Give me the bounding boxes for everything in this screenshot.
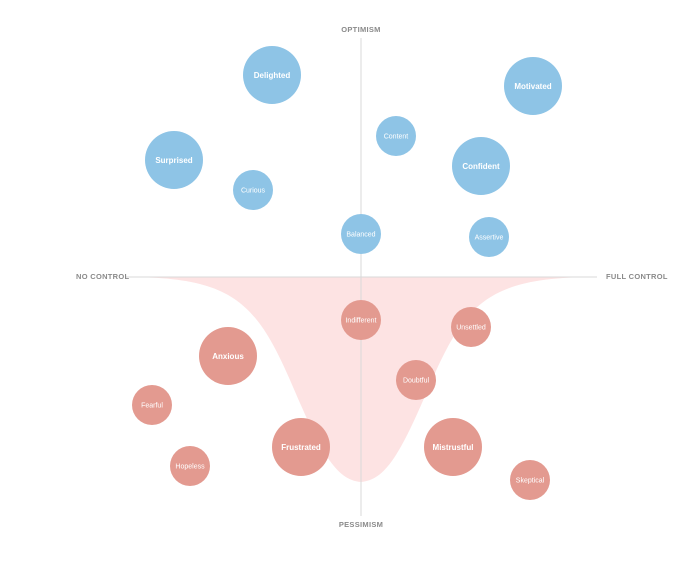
bubble-label-frustrated: Frustrated <box>281 443 321 452</box>
bubble-anxious <box>199 327 257 385</box>
bubble-label-curious: Curious <box>241 188 266 195</box>
bubble-doubtful <box>396 360 436 400</box>
bubble-curious <box>233 170 273 210</box>
bubble-frustrated <box>272 418 330 476</box>
axis-label-top: OPTIMISM <box>341 25 380 34</box>
bubble-label-content: Content <box>384 134 409 141</box>
bubble-assertive <box>469 217 509 257</box>
bubble-skeptical <box>510 460 550 500</box>
bubble-label-fearful: Fearful <box>141 403 163 410</box>
bubble-label-skeptical: Skeptical <box>516 478 545 485</box>
bubble-label-assertive: Assertive <box>475 235 504 242</box>
bubble-hopeless <box>170 446 210 486</box>
bubble-mistrustful <box>424 418 482 476</box>
bubble-label-motivated: Motivated <box>514 82 551 91</box>
bubble-label-balanced: Balanced <box>346 232 375 239</box>
bubble-confident <box>452 137 510 195</box>
bubble-label-delighted: Delighted <box>254 71 291 80</box>
bubble-label-anxious: Anxious <box>212 352 244 361</box>
bubble-balanced <box>341 214 381 254</box>
bubble-content <box>376 116 416 156</box>
bubble-label-mistrustful: Mistrustful <box>433 443 474 452</box>
bubble-label-surprised: Surprised <box>155 156 192 165</box>
bubble-motivated <box>504 57 562 115</box>
bubble-surprised <box>145 131 203 189</box>
bubble-fearful <box>132 385 172 425</box>
bubble-label-doubtful: Doubtful <box>403 378 430 385</box>
bubble-unsettled <box>451 307 491 347</box>
bubble-label-unsettled: Unsettled <box>456 325 486 332</box>
bubble-label-confident: Confident <box>462 162 500 171</box>
bubble-delighted <box>243 46 301 104</box>
bubble-indifferent <box>341 300 381 340</box>
bubble-label-hopeless: Hopeless <box>175 464 205 471</box>
axis-label-left: NO CONTROL <box>76 272 130 281</box>
bubble-label-indifferent: Indifferent <box>345 318 376 325</box>
axis-label-bottom: PESSIMISM <box>339 520 383 529</box>
axis-label-right: FULL CONTROL <box>606 272 668 281</box>
